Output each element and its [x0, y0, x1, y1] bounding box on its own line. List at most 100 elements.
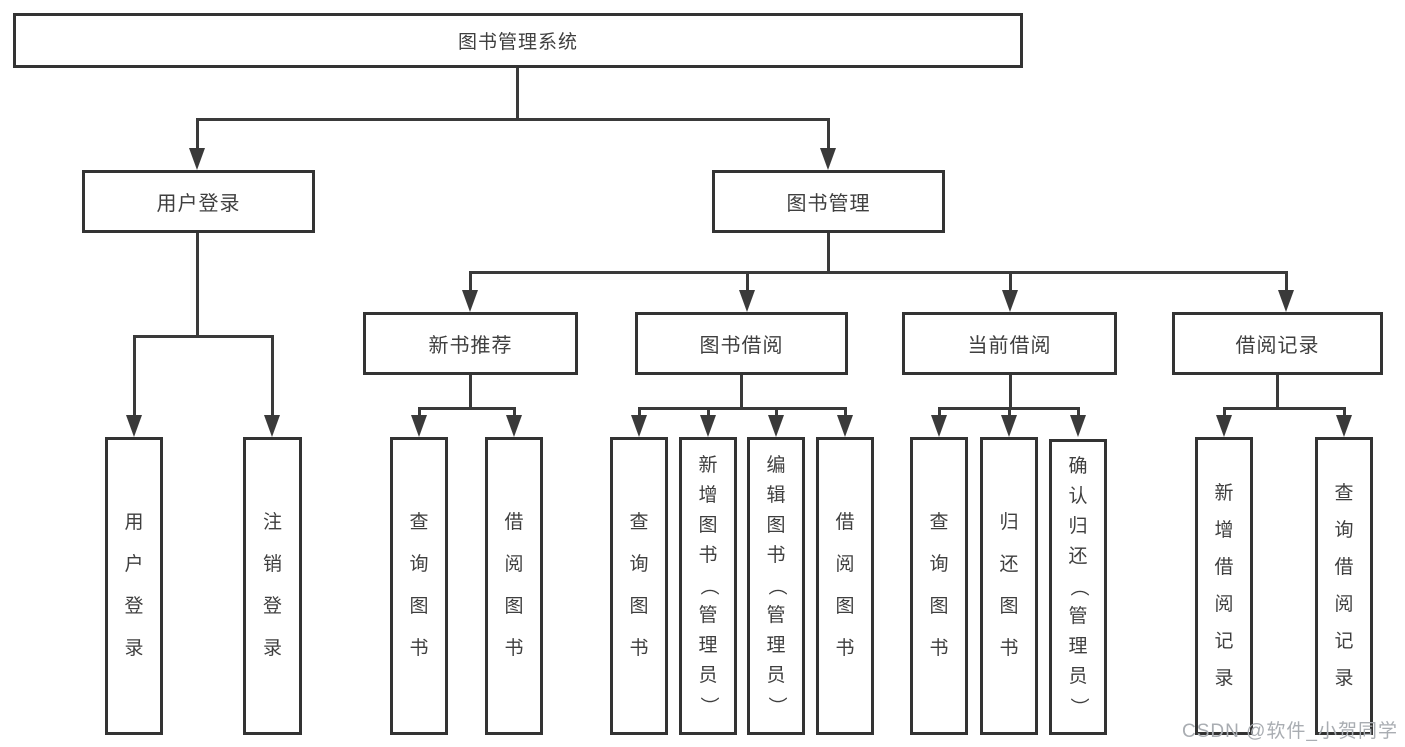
- vertical-char: 记: [1334, 631, 1354, 652]
- connector-line: [1009, 271, 1012, 290]
- arrow-down-icon: [700, 415, 716, 437]
- vertical-char: 查: [1334, 483, 1354, 504]
- connector-line: [196, 233, 199, 335]
- node-borrowing-records: 借阅记录: [1172, 312, 1383, 375]
- connector-line: [1008, 407, 1011, 415]
- arrow-down-icon: [931, 415, 947, 437]
- vertical-char: 图: [698, 515, 718, 536]
- vertical-char: 书: [698, 545, 718, 566]
- vertical-char: 理: [766, 635, 786, 656]
- arrow-down-icon: [1001, 415, 1017, 437]
- node-nbr-borrow-books: 借阅图书: [485, 437, 543, 735]
- connector-line: [469, 271, 1288, 274]
- vertical-char: 录: [124, 638, 144, 659]
- arrow-down-icon: [739, 290, 755, 312]
- arrow-down-icon: [506, 415, 522, 437]
- vertical-char: （: [766, 576, 787, 596]
- vertical-char: 编: [766, 455, 786, 476]
- vertical-char: 图: [835, 596, 855, 617]
- vertical-char: 还: [999, 554, 1019, 575]
- connector-line: [1223, 407, 1226, 415]
- node-br-add-record: 新增借阅记录: [1195, 437, 1253, 735]
- connector-line: [516, 68, 519, 118]
- vertical-char: （: [1068, 577, 1089, 597]
- node-cb-confirm-return-admin: 确认归还（管理员）: [1049, 439, 1107, 735]
- vertical-char: 图: [409, 596, 429, 617]
- vertical-char: 询: [1334, 520, 1354, 541]
- vertical-char: 记: [1214, 631, 1234, 652]
- vertical-char: 书: [409, 638, 429, 659]
- vertical-char: （: [698, 576, 719, 596]
- connector-line: [707, 407, 710, 415]
- arrow-down-icon: [1278, 290, 1294, 312]
- connector-line: [638, 407, 641, 415]
- connector-line: [469, 375, 472, 407]
- connector-line: [469, 271, 472, 290]
- connector-line: [513, 407, 516, 415]
- vertical-char: 查: [929, 512, 949, 533]
- vertical-char: 管: [1068, 606, 1088, 627]
- vertical-char: 注: [262, 512, 282, 533]
- node-bb-borrow-books: 借阅图书: [816, 437, 874, 735]
- vertical-char: 书: [629, 638, 649, 659]
- connector-line: [1276, 375, 1279, 407]
- vertical-char: 销: [262, 554, 282, 575]
- vertical-char: 阅: [1334, 594, 1354, 615]
- connector-line: [1343, 407, 1346, 415]
- arrow-down-icon: [1336, 415, 1352, 437]
- vertical-char: 图: [504, 596, 524, 617]
- connector-line: [740, 375, 743, 407]
- vertical-char: 用: [124, 512, 144, 533]
- vertical-char: 询: [409, 554, 429, 575]
- connector-line: [775, 407, 778, 415]
- vertical-char: 管: [698, 605, 718, 626]
- arrow-down-icon: [820, 148, 836, 170]
- node-bb-edit-books-admin: 编辑图书（管理员）: [747, 437, 805, 735]
- vertical-char: 户: [124, 554, 144, 575]
- connector-line: [746, 271, 749, 290]
- vertical-char: 书: [504, 638, 524, 659]
- vertical-char: 登: [262, 596, 282, 617]
- vertical-char: 员: [766, 665, 786, 686]
- vertical-char: 询: [629, 554, 649, 575]
- vertical-char: 理: [1068, 636, 1088, 657]
- vertical-char: 查: [629, 512, 649, 533]
- node-cb-return-books: 归还图书: [980, 437, 1038, 735]
- vertical-char: 书: [999, 638, 1019, 659]
- connector-line: [827, 118, 830, 150]
- connector-line: [938, 407, 941, 415]
- vertical-char: 询: [929, 554, 949, 575]
- vertical-char: 归: [999, 512, 1019, 533]
- connector-line: [1223, 407, 1346, 410]
- node-user-login-branch: 用户登录: [82, 170, 315, 233]
- arrow-down-icon: [411, 415, 427, 437]
- connector-line: [133, 335, 274, 338]
- node-logout: 注销登录: [243, 437, 302, 735]
- vertical-char: 认: [1068, 486, 1088, 507]
- node-bb-query-books: 查询图书: [610, 437, 668, 735]
- vertical-char: 借: [835, 512, 855, 533]
- vertical-char: 借: [504, 512, 524, 533]
- vertical-char: 增: [1214, 520, 1234, 541]
- connector-line: [1077, 407, 1080, 415]
- vertical-char: 员: [698, 665, 718, 686]
- vertical-char: 图: [629, 596, 649, 617]
- node-nbr-query-books: 查询图书: [390, 437, 448, 735]
- vertical-char: 新: [1214, 483, 1234, 504]
- arrow-down-icon: [462, 290, 478, 312]
- vertical-char: 归: [1068, 516, 1088, 537]
- vertical-char: 登: [124, 596, 144, 617]
- connector-line: [844, 407, 847, 415]
- node-bb-add-books-admin: 新增图书（管理员）: [679, 437, 737, 735]
- connector-line: [827, 233, 830, 271]
- arrow-down-icon: [837, 415, 853, 437]
- watermark-csdn: CSDN @软件_小贺同学: [1182, 721, 1398, 742]
- vertical-char: 增: [698, 485, 718, 506]
- node-user-login-leaf: 用户登录: [105, 437, 163, 735]
- arrow-down-icon: [1216, 415, 1232, 437]
- vertical-char: 阅: [504, 554, 524, 575]
- node-current-borrowing: 当前借阅: [902, 312, 1117, 375]
- connector-line: [1285, 271, 1288, 290]
- arrow-down-icon: [1002, 290, 1018, 312]
- arrow-down-icon: [189, 148, 205, 170]
